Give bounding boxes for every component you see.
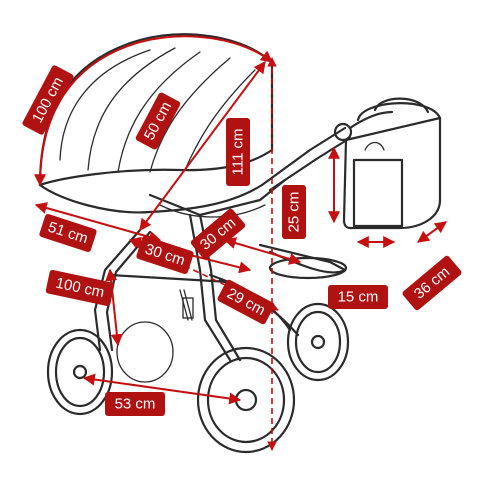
label-bag-depth: 36 cm [402, 255, 462, 311]
label-total-height-text: 111 cm [230, 129, 247, 176]
label-canopy-width: 50 cm [135, 92, 181, 150]
seat-length-line [129, 239, 279, 311]
dimension-lines [34, 35, 447, 451]
rear-wheel [196, 346, 296, 454]
label-wheelbase-text: 53 cm [115, 396, 156, 413]
dimension-labels: 100 cm 50 cm 111 cm 51 cm 30 cm 30 cm 25… [22, 65, 462, 416]
carrycot-length-line [34, 202, 162, 243]
front-right-wheel [286, 302, 350, 382]
changing-bag [342, 97, 442, 230]
label-canopy-arc: 100 cm [22, 65, 74, 135]
label-bag-height: 25 cm [282, 185, 306, 239]
front-left-wheel [46, 328, 114, 416]
rear-left-wheel [116, 321, 174, 383]
label-seat-length: 29 cm [217, 279, 275, 325]
bag-depth-line [417, 221, 447, 243]
label-seat-width: 30 cm [136, 236, 194, 274]
label-total-height: 111 cm [226, 118, 250, 186]
label-bag-width-text: 15 cm [338, 289, 379, 306]
wheelbase-line [82, 373, 242, 405]
label-bag-height-text: 25 cm [286, 192, 303, 233]
label-wheelbase: 53 cm [105, 392, 165, 416]
label-bag-width: 15 cm [328, 285, 388, 309]
canopy-width-line [139, 61, 266, 231]
handlebar [260, 110, 394, 192]
canopy-arc-line [34, 35, 273, 187]
